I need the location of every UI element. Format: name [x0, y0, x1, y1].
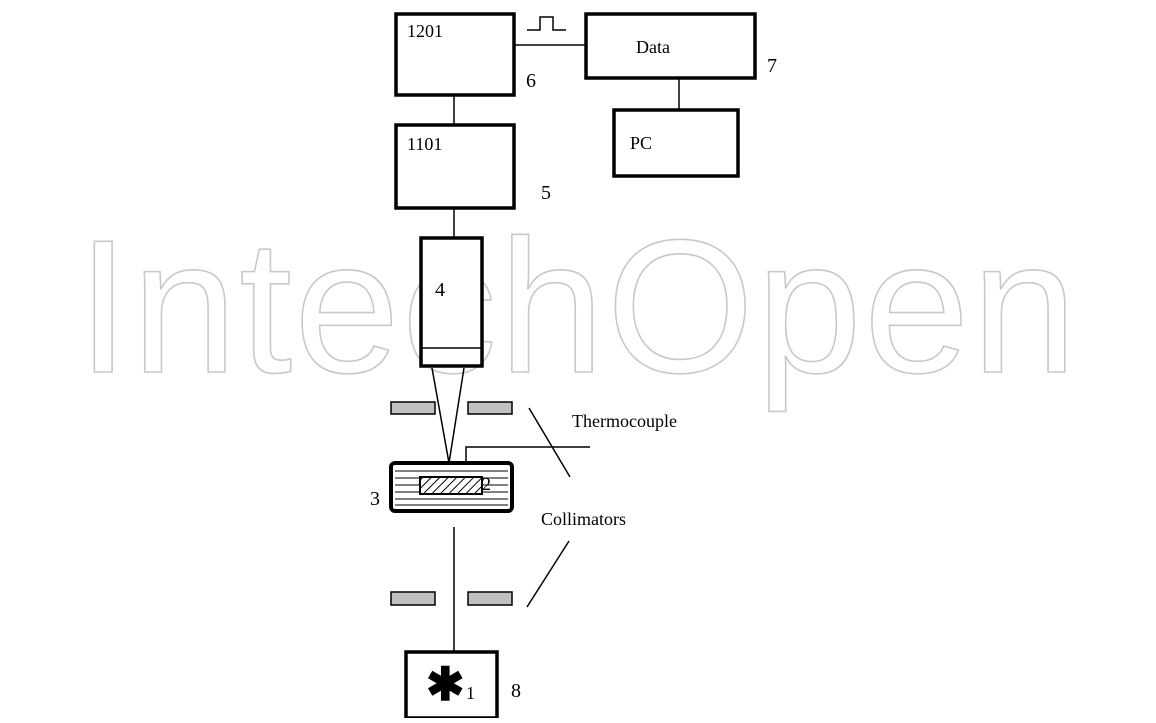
radiation-source-icon: ✱ [426, 659, 465, 710]
sample [419, 476, 483, 495]
box-1201-number: 6 [526, 70, 536, 92]
thermocouple-pointer [528, 407, 571, 478]
source-number: 1 [466, 683, 475, 703]
detector: 4 [419, 236, 484, 368]
data-box-number: 7 [767, 55, 777, 77]
thermocouple-label: Thermocouple [572, 411, 677, 431]
box-1101: 1101 [394, 123, 516, 210]
box-1201: 1201 [394, 12, 516, 97]
sample-holder: 2 [389, 461, 514, 513]
pulse-signal-icon [527, 16, 566, 31]
source-box-number: 8 [511, 680, 521, 702]
upper-collimator-left [390, 401, 436, 415]
watermark-text: IntechOpen [77, 201, 1079, 413]
beam-left [431, 367, 450, 464]
pc-box: PC [612, 108, 740, 178]
pc-box-label: PC [630, 133, 652, 153]
beam-right [448, 367, 465, 464]
lower-collimator-right [467, 591, 513, 606]
collimators-pointer [526, 540, 570, 608]
sample-holder-number: 3 [370, 488, 380, 510]
data-box-label: Data [636, 37, 670, 57]
box-1201-label: 1201 [407, 21, 443, 41]
upper-collimator-right [467, 401, 513, 415]
source-box: ✱ 1 [404, 650, 499, 720]
data-box: Data [584, 12, 757, 80]
detector-label: 4 [435, 279, 445, 301]
sample-number: 2 [482, 474, 491, 494]
collimators-label: Collimators [541, 509, 626, 529]
lower-collimator-left [390, 591, 436, 606]
box-1101-number: 5 [541, 182, 551, 204]
box-1101-label: 1101 [407, 134, 442, 154]
